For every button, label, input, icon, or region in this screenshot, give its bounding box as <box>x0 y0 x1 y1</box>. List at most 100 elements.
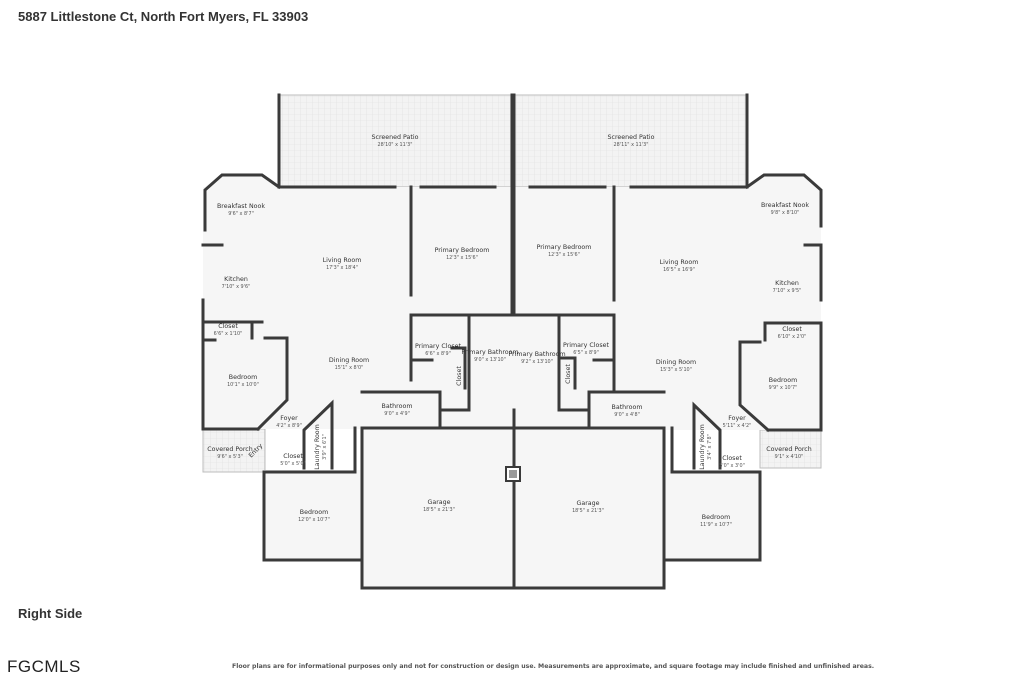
svg-text:Closet: Closet <box>782 326 802 333</box>
screened-patio-left <box>278 94 513 188</box>
svg-text:9'9" x 10'7": 9'9" x 10'7" <box>769 385 798 391</box>
svg-text:9'6" x 5'3": 9'6" x 5'3" <box>217 454 243 460</box>
interior-floor <box>203 173 821 588</box>
svg-text:12'0" x 10'7": 12'0" x 10'7" <box>298 517 330 523</box>
disclaimer: Floor plans are for informational purpos… <box>232 663 875 670</box>
svg-text:11'9" x 10'7": 11'9" x 10'7" <box>700 522 732 528</box>
covered-porch-right <box>759 429 822 469</box>
svg-text:10'1" x 10'0": 10'1" x 10'0" <box>227 382 259 388</box>
svg-text:17'3" x 18'4": 17'3" x 18'4" <box>326 265 358 271</box>
svg-text:4'2" x 8'9": 4'2" x 8'9" <box>276 423 302 429</box>
closet-label: Closet <box>456 366 463 386</box>
svg-text:Closet: Closet <box>722 455 742 462</box>
svg-text:Foyer: Foyer <box>280 415 298 422</box>
svg-text:28'10" x 11'3": 28'10" x 11'3" <box>378 142 413 148</box>
svg-text:Dining Room: Dining Room <box>329 357 369 364</box>
svg-text:Bedroom: Bedroom <box>229 374 257 381</box>
svg-text:9'0" x 4'8": 9'0" x 4'8" <box>614 412 640 418</box>
svg-text:5'11" x 4'2": 5'11" x 4'2" <box>723 423 752 429</box>
svg-text:Primary Closet: Primary Closet <box>415 343 461 350</box>
svg-text:Breakfast Nook: Breakfast Nook <box>217 203 265 210</box>
svg-text:12'3" x 15'6": 12'3" x 15'6" <box>446 255 478 261</box>
svg-text:Kitchen: Kitchen <box>224 276 248 283</box>
walls <box>201 93 823 590</box>
svg-text:Foyer: Foyer <box>728 415 746 422</box>
svg-text:Primary Bedroom: Primary Bedroom <box>537 244 592 251</box>
svg-text:Bathroom: Bathroom <box>612 404 643 411</box>
svg-text:6'10" x 2'0": 6'10" x 2'0" <box>778 334 807 340</box>
svg-text:Garage: Garage <box>576 500 599 507</box>
svg-text:Dining Room: Dining Room <box>656 359 696 366</box>
svg-text:Bathroom: Bathroom <box>382 403 413 410</box>
svg-text:Bedroom: Bedroom <box>300 509 328 516</box>
svg-text:Primary Closet: Primary Closet <box>563 342 609 349</box>
svg-text:Living Room: Living Room <box>323 257 362 264</box>
svg-text:3'4" x 7'8": 3'4" x 7'8" <box>707 434 713 460</box>
svg-text:12'3" x 15'6": 12'3" x 15'6" <box>548 252 580 258</box>
svg-text:Living Room: Living Room <box>660 259 699 266</box>
svg-text:3'9" x 6'1": 3'9" x 6'1" <box>322 434 328 460</box>
svg-text:Breakfast Nook: Breakfast Nook <box>761 202 809 209</box>
svg-text:6'6" x 8'9": 6'6" x 8'9" <box>425 351 451 357</box>
svg-text:Laundry Room: Laundry Room <box>699 424 706 470</box>
svg-text:7'10" x 9'6": 7'10" x 9'6" <box>222 284 251 290</box>
svg-text:9'0" x 13'10": 9'0" x 13'10" <box>474 357 506 363</box>
svg-text:16'5" x 16'9": 16'5" x 16'9" <box>663 267 695 273</box>
covered-porch-left <box>202 428 266 473</box>
svg-text:Screened Patio: Screened Patio <box>608 134 655 141</box>
svg-text:Primary Bedroom: Primary Bedroom <box>435 247 490 254</box>
fgcmls-logo: FGCMLS <box>7 657 81 676</box>
svg-text:Covered Porch: Covered Porch <box>207 446 253 453</box>
svg-text:6'5" x 8'9": 6'5" x 8'9" <box>573 350 599 356</box>
svg-text:5'0" x 3'0": 5'0" x 3'0" <box>719 463 745 469</box>
svg-text:Garage: Garage <box>427 499 450 506</box>
svg-text:15'1" x 8'0": 15'1" x 8'0" <box>335 365 364 371</box>
svg-text:Bedroom: Bedroom <box>769 377 797 384</box>
svg-text:Laundry Room: Laundry Room <box>314 424 321 470</box>
svg-text:9'0" x 4'9": 9'0" x 4'9" <box>384 411 410 417</box>
svg-text:28'11" x 11'3": 28'11" x 11'3" <box>614 142 649 148</box>
svg-text:Primary Bathroom: Primary Bathroom <box>461 349 518 356</box>
svg-text:9'8" x 8'10": 9'8" x 8'10" <box>771 210 800 216</box>
svg-text:18'5" x 21'3": 18'5" x 21'3" <box>423 507 455 513</box>
svg-text:18'5" x 21'3": 18'5" x 21'3" <box>572 508 604 514</box>
svg-text:9'1" x 4'10": 9'1" x 4'10" <box>775 454 804 460</box>
svg-text:Primary Bathroom: Primary Bathroom <box>508 351 565 358</box>
svg-text:Kitchen: Kitchen <box>775 280 799 287</box>
svg-text:Closet: Closet <box>283 453 303 460</box>
svg-text:7'10" x 9'5": 7'10" x 9'5" <box>773 288 802 294</box>
side-label: Right Side <box>18 606 83 621</box>
